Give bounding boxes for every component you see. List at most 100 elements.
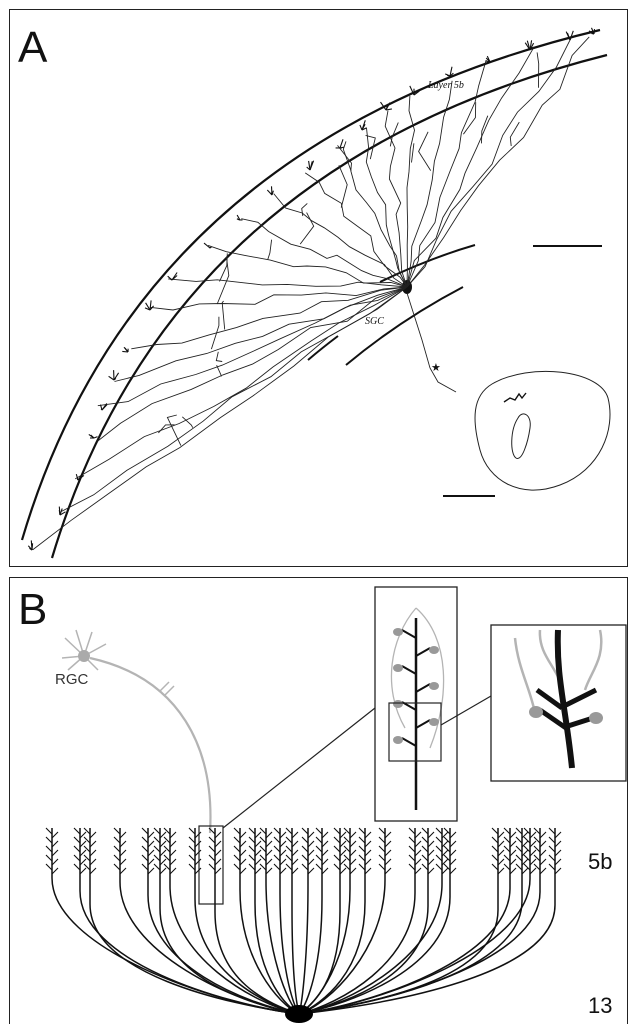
arbor-spine [516,828,522,834]
tuft-spine [109,376,114,380]
arbor-spine [160,868,166,874]
arbor-spine [409,828,415,834]
arbor-spine [450,868,456,874]
arbor-branch [292,907,299,1014]
arbor-spine [522,859,528,865]
arbor-spine [492,837,498,843]
arbor-spine [334,846,340,852]
arbor-spine [195,841,201,847]
arbor-spine [540,850,546,856]
tuft-spine [594,29,595,34]
axon-break-mark-2 [164,686,174,696]
arbor-spine [266,832,272,838]
sgc-dendritic-arbor [46,828,561,1014]
arbor-spine [540,832,546,838]
panel-a-figure: ★ Layer 5b SGC [10,10,629,568]
arbor-spine [504,828,510,834]
arbor-spine [74,828,80,834]
arbor-spine [195,859,201,865]
arbor-spine [114,837,120,843]
zoom-box-small [199,826,223,904]
arbor-spine [436,828,442,834]
arbor-spine [80,841,86,847]
tuft-spine [59,507,60,515]
arbor-spine [322,868,328,874]
dendrite-branchlet [412,143,414,162]
arbor-spine [286,846,292,852]
arbor-spine [160,832,166,838]
arbor-spine [46,864,52,870]
arbor-spine [154,864,160,870]
layer-5b-label: Layer 5b [427,80,464,91]
arbor-spine [516,855,522,861]
arbor-spine [234,864,240,870]
arbor-spine [504,864,510,870]
arbor-spine [322,841,328,847]
arbor-branch [52,878,299,1014]
tuft-spine [122,351,128,352]
arbor-spine [170,841,176,847]
arbor-spine [148,832,154,838]
arbor-spine [308,868,314,874]
arbor-spine [52,832,58,838]
arbor-spine [442,859,448,865]
arbor-spine [120,850,126,856]
arbor-spine [154,828,160,834]
zoom-bouton [393,664,403,672]
arbor-spine [249,855,255,861]
arbor-spine [340,859,346,865]
arbor-spine [170,850,176,856]
arbor-spine [74,855,80,861]
arbor-spine [90,868,96,874]
arbor-spine [302,855,308,861]
dendrite-branchlet [302,203,308,216]
arbor-spine [249,864,255,870]
arbor-spine [415,868,421,874]
arbor-spine [215,841,221,847]
arbor-spine [316,864,322,870]
arbor-spine [280,832,286,838]
arbor-spine [189,846,195,852]
arbor-spine [302,846,308,852]
arbor-spine [549,855,555,861]
arbor-spine [428,850,434,856]
arbor-spine [90,850,96,856]
arbor-spine [90,841,96,847]
arbor-spine [302,864,308,870]
axon-marker: ★ [431,362,441,374]
arbor-spine [240,832,246,838]
arbor-spine [436,837,442,843]
arbor-spine [154,846,160,852]
arbor-spine [120,832,126,838]
sgc-soma [285,1005,313,1023]
rgc-soma [78,650,90,662]
arbor-spine [516,864,522,870]
arbor-spine [498,859,504,865]
arbor-spine [334,855,340,861]
arbor-spine [195,868,201,874]
arbor-spine [450,850,456,856]
arbor-spine [409,846,415,852]
arbor-spine [379,837,385,843]
arbor-spine [195,832,201,838]
arbor-spine [555,850,561,856]
arbor-spine [498,850,504,856]
arbor-spine [385,850,391,856]
arbor-spine [215,859,221,865]
arbor-spine [350,868,356,874]
arbor-spine [74,864,80,870]
arbor-spine [170,868,176,874]
arbor-spine [209,837,215,843]
arbor-spine [436,864,442,870]
arbor-spine [234,828,240,834]
arbor-spine [530,859,536,865]
arbor-spine [120,868,126,874]
arbor-spine [280,868,286,874]
arbor-branch [299,885,308,1014]
arbor-spine [359,846,365,852]
arbor-spine [422,846,428,852]
arbor-spine [154,837,160,843]
dendrite-branch [62,287,408,511]
arbor-spine [114,828,120,834]
arbor-spine [422,864,428,870]
